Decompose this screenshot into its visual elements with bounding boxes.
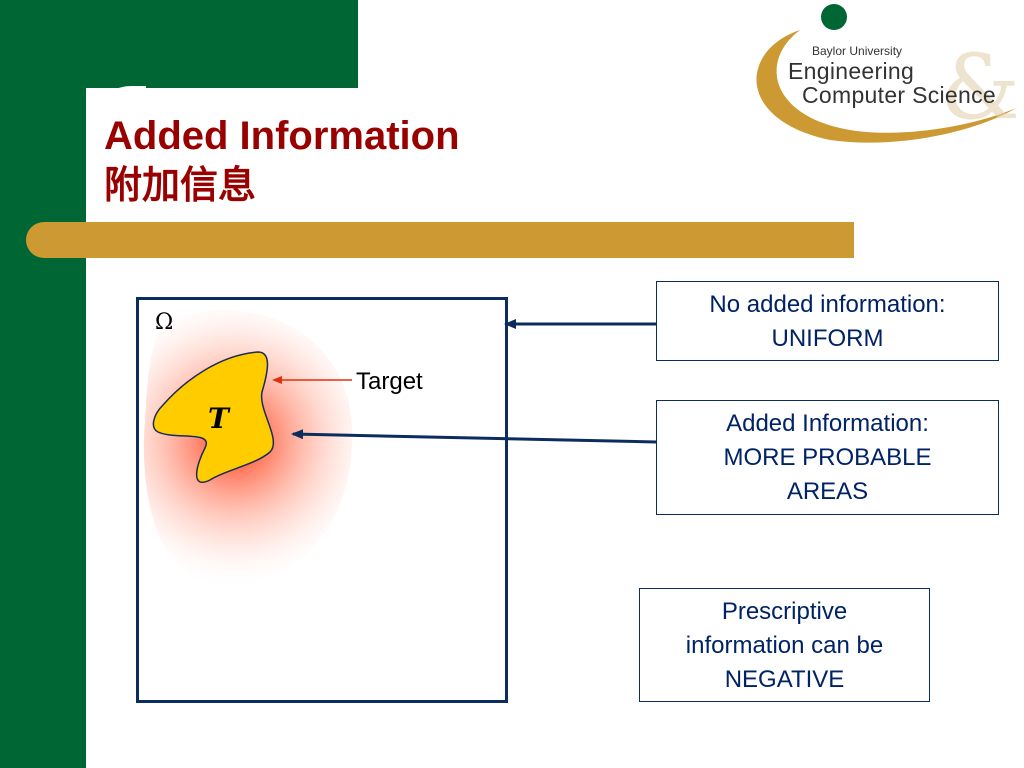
left-green-bar xyxy=(0,0,86,768)
uniform-info-box: No added information: UNIFORM xyxy=(656,281,999,361)
baylor-logo: & Baylor University Engineering Computer… xyxy=(740,0,1024,150)
top-green-band xyxy=(0,0,358,88)
prescriptive-line-2: information can be xyxy=(685,632,884,659)
uniform-line-2: UNIFORM xyxy=(771,325,884,352)
added-line-1: Added Information: xyxy=(726,410,929,437)
omega-domain-box xyxy=(136,297,508,703)
added-info-box: Added Information: MORE PROBABLE AREAS xyxy=(656,400,999,515)
logo-engineering: Engineering xyxy=(788,58,915,84)
target-label: Target xyxy=(356,368,423,395)
prescriptive-info-box: Prescriptive information can be NEGATIVE xyxy=(639,588,930,702)
uniform-line-1: No added information: xyxy=(709,291,946,318)
logo-ampersand: & xyxy=(940,35,1020,140)
prescriptive-line-3: NEGATIVE xyxy=(724,666,845,693)
added-line-2: MORE PROBABLE xyxy=(723,444,932,471)
omega-label: Ω xyxy=(155,310,174,335)
prescriptive-line-1: Prescriptive xyxy=(721,598,848,625)
gold-divider-bar xyxy=(26,222,854,258)
logo-university: Baylor University xyxy=(812,44,903,58)
added-line-3: AREAS xyxy=(786,478,869,505)
slide-subtitle: 附加信息 xyxy=(104,165,257,207)
slide-title: Added Information xyxy=(104,114,460,158)
logo-computer-science: Computer Science xyxy=(802,82,996,108)
logo-swoosh-icon: & xyxy=(756,4,1020,143)
